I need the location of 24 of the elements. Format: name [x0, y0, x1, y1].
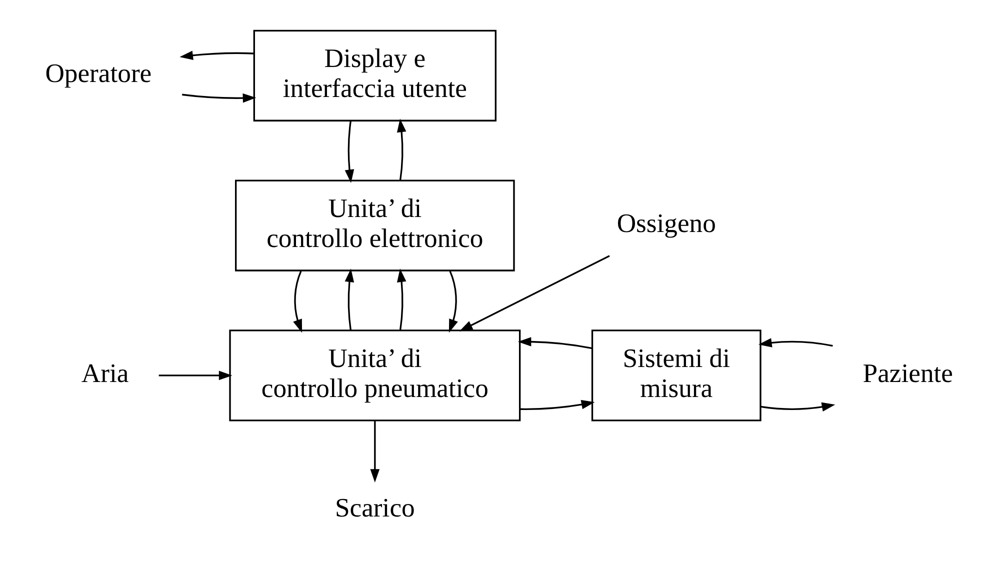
arrow [758, 338, 833, 347]
arrow [396, 268, 406, 330]
node-text: Ossigeno [616, 207, 716, 238]
node-box: Sistemi di misura [591, 329, 762, 421]
arrow [448, 270, 458, 332]
node-text: Scarico [334, 492, 415, 522]
arrow [459, 254, 610, 331]
arrow [370, 420, 380, 482]
node-text: Aria [81, 357, 129, 388]
arrow [520, 399, 595, 410]
arrow [344, 268, 354, 330]
node-box: Unita’ di controllo pneumatico [229, 329, 521, 421]
arrow [293, 270, 302, 332]
arrow [760, 402, 836, 412]
arrow [180, 50, 254, 60]
arrow [396, 118, 406, 180]
node-box: Display e interfaccia utente [253, 29, 496, 121]
node-box: Unita’ di controllo elettronico [235, 179, 515, 271]
arrow [518, 336, 592, 349]
arrow [344, 120, 354, 182]
node-text: Paziente [862, 357, 953, 388]
arrow [182, 92, 256, 102]
node-text: Operatore [45, 57, 152, 88]
arrow [158, 370, 232, 380]
